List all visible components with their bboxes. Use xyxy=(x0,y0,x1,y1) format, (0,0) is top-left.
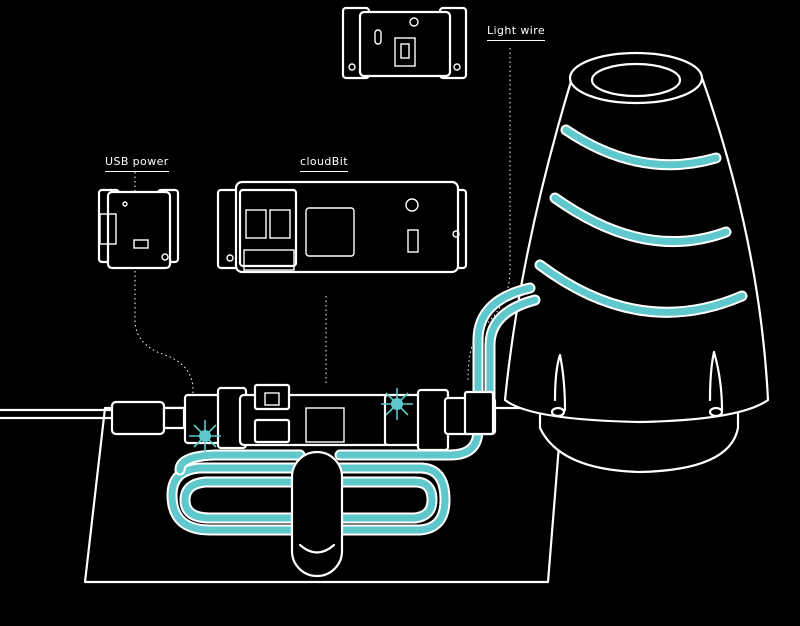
lightwire-leader-line xyxy=(467,48,511,381)
usb-power-module xyxy=(97,188,180,270)
usb-leader-line xyxy=(134,172,194,398)
light-wire-label: Light wire xyxy=(487,24,546,41)
light-wire-module xyxy=(341,6,468,80)
led-sparkle xyxy=(189,388,413,452)
cloudbit-module xyxy=(216,180,468,274)
light-wire-coil xyxy=(166,424,484,578)
usb-power-label: USB power xyxy=(105,155,169,172)
cone-lamp xyxy=(503,51,770,474)
cloudbit-label: cloudBit xyxy=(300,155,348,172)
